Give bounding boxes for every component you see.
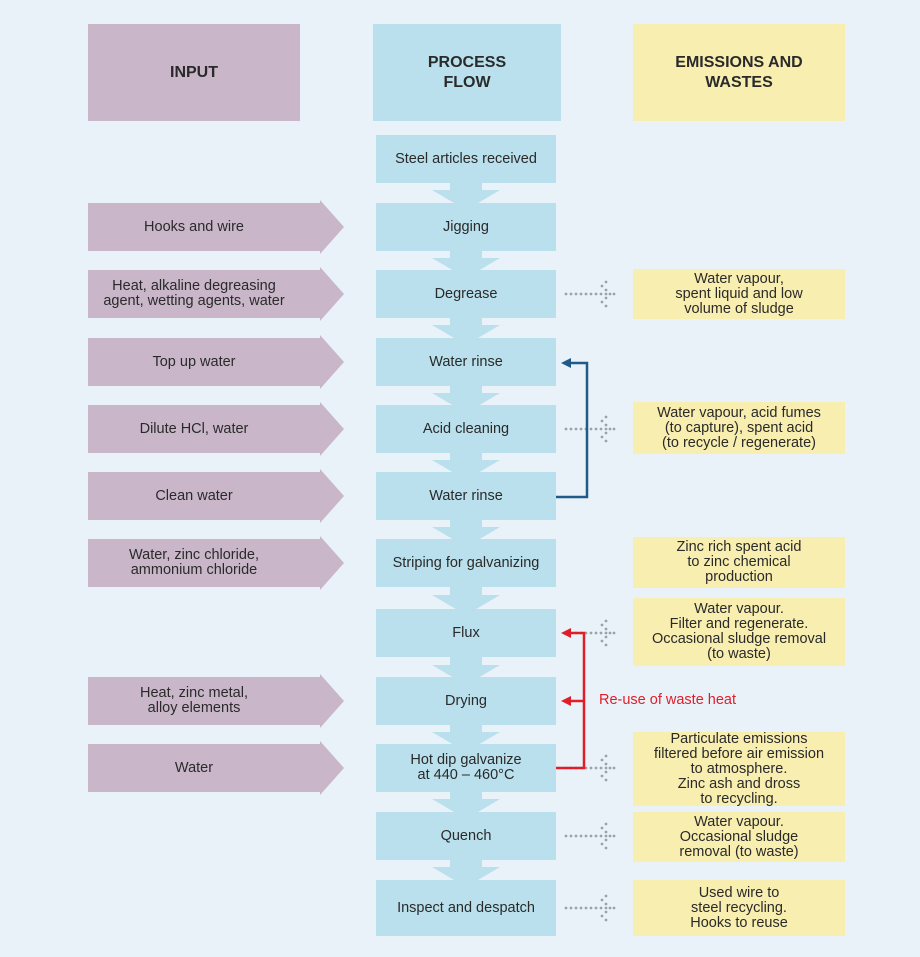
emission-box: Particulate emissions filtered before ai… [633,731,845,806]
process-step: Striping for galvanizing [376,539,556,587]
input-box: Clean water [88,472,300,520]
down-arrow-icon [432,585,500,615]
process-step: Steel articles received [376,135,556,183]
emission-box: Water vapour, acid fumes (to capture), s… [633,402,845,454]
process-step: Hot dip galvanize at 440 – 460°C [376,744,556,792]
input-arrow-icon [298,402,344,456]
process-step: Water rinse [376,338,556,386]
emission-box: Water vapour. Occasional sludge removal … [633,812,845,862]
input-arrow-icon [298,335,344,389]
emission-dotted-arrows [564,280,616,922]
process-step: Quench [376,812,556,860]
process-step: Drying [376,677,556,725]
input-box: Top up water [88,338,300,386]
emission-box: Zinc rich spent acid to zinc chemical pr… [633,537,845,588]
input-arrow-icon [298,674,344,728]
down-arrow-icon [432,857,500,887]
process-step: Jigging [376,203,556,251]
input-box: Hooks and wire [88,203,300,251]
dotted-arrow-icon [564,822,616,850]
dotted-arrow-icon [564,894,616,922]
input-arrows [298,200,344,795]
input-box: Heat, zinc metal, alloy elements [88,677,300,725]
waste-heat-label: Re-use of waste heat [599,692,737,708]
down-arrow-icon [432,517,500,547]
dotted-arrow-icon [564,280,616,308]
emission-box: Water vapour. Filter and regenerate. Occ… [633,598,845,666]
process-step: Inspect and despatch [376,880,556,936]
input-box: Heat, alkaline degreasing agent, wetting… [88,270,300,318]
down-arrow-icon [432,180,500,210]
down-arrow-icon [432,655,500,685]
down-arrow-icon [432,722,500,752]
input-box: Water [88,744,300,792]
rinse-loop-line [556,358,589,499]
input-arrow-icon [298,267,344,321]
header-process-flow: PROCESS FLOW [373,24,561,121]
process-step: Degrease [376,270,556,318]
down-arrow-icon [432,383,500,413]
emission-box: Water vapour, spent liquid and low volum… [633,269,845,319]
input-arrow-icon [298,536,344,590]
header-input: INPUT [88,24,300,121]
input-box: Dilute HCl, water [88,405,300,453]
down-arrow-icon [432,315,500,345]
input-arrow-icon [298,741,344,795]
down-arrow-icon [432,789,500,819]
dotted-arrow-icon [564,415,616,443]
input-box: Water, zinc chloride, ammonium chloride [88,539,300,587]
input-arrow-icon [298,200,344,254]
process-down-arrows [432,180,500,887]
process-step: Acid cleaning [376,405,556,453]
down-arrow-icon [432,450,500,480]
header-emissions: EMISSIONS AND WASTES [633,24,845,121]
process-step: Flux [376,609,556,657]
down-arrow-icon [432,248,500,278]
process-step: Water rinse [376,472,556,520]
input-arrow-icon [298,469,344,523]
emission-box: Used wire to steel recycling. Hooks to r… [633,880,845,936]
